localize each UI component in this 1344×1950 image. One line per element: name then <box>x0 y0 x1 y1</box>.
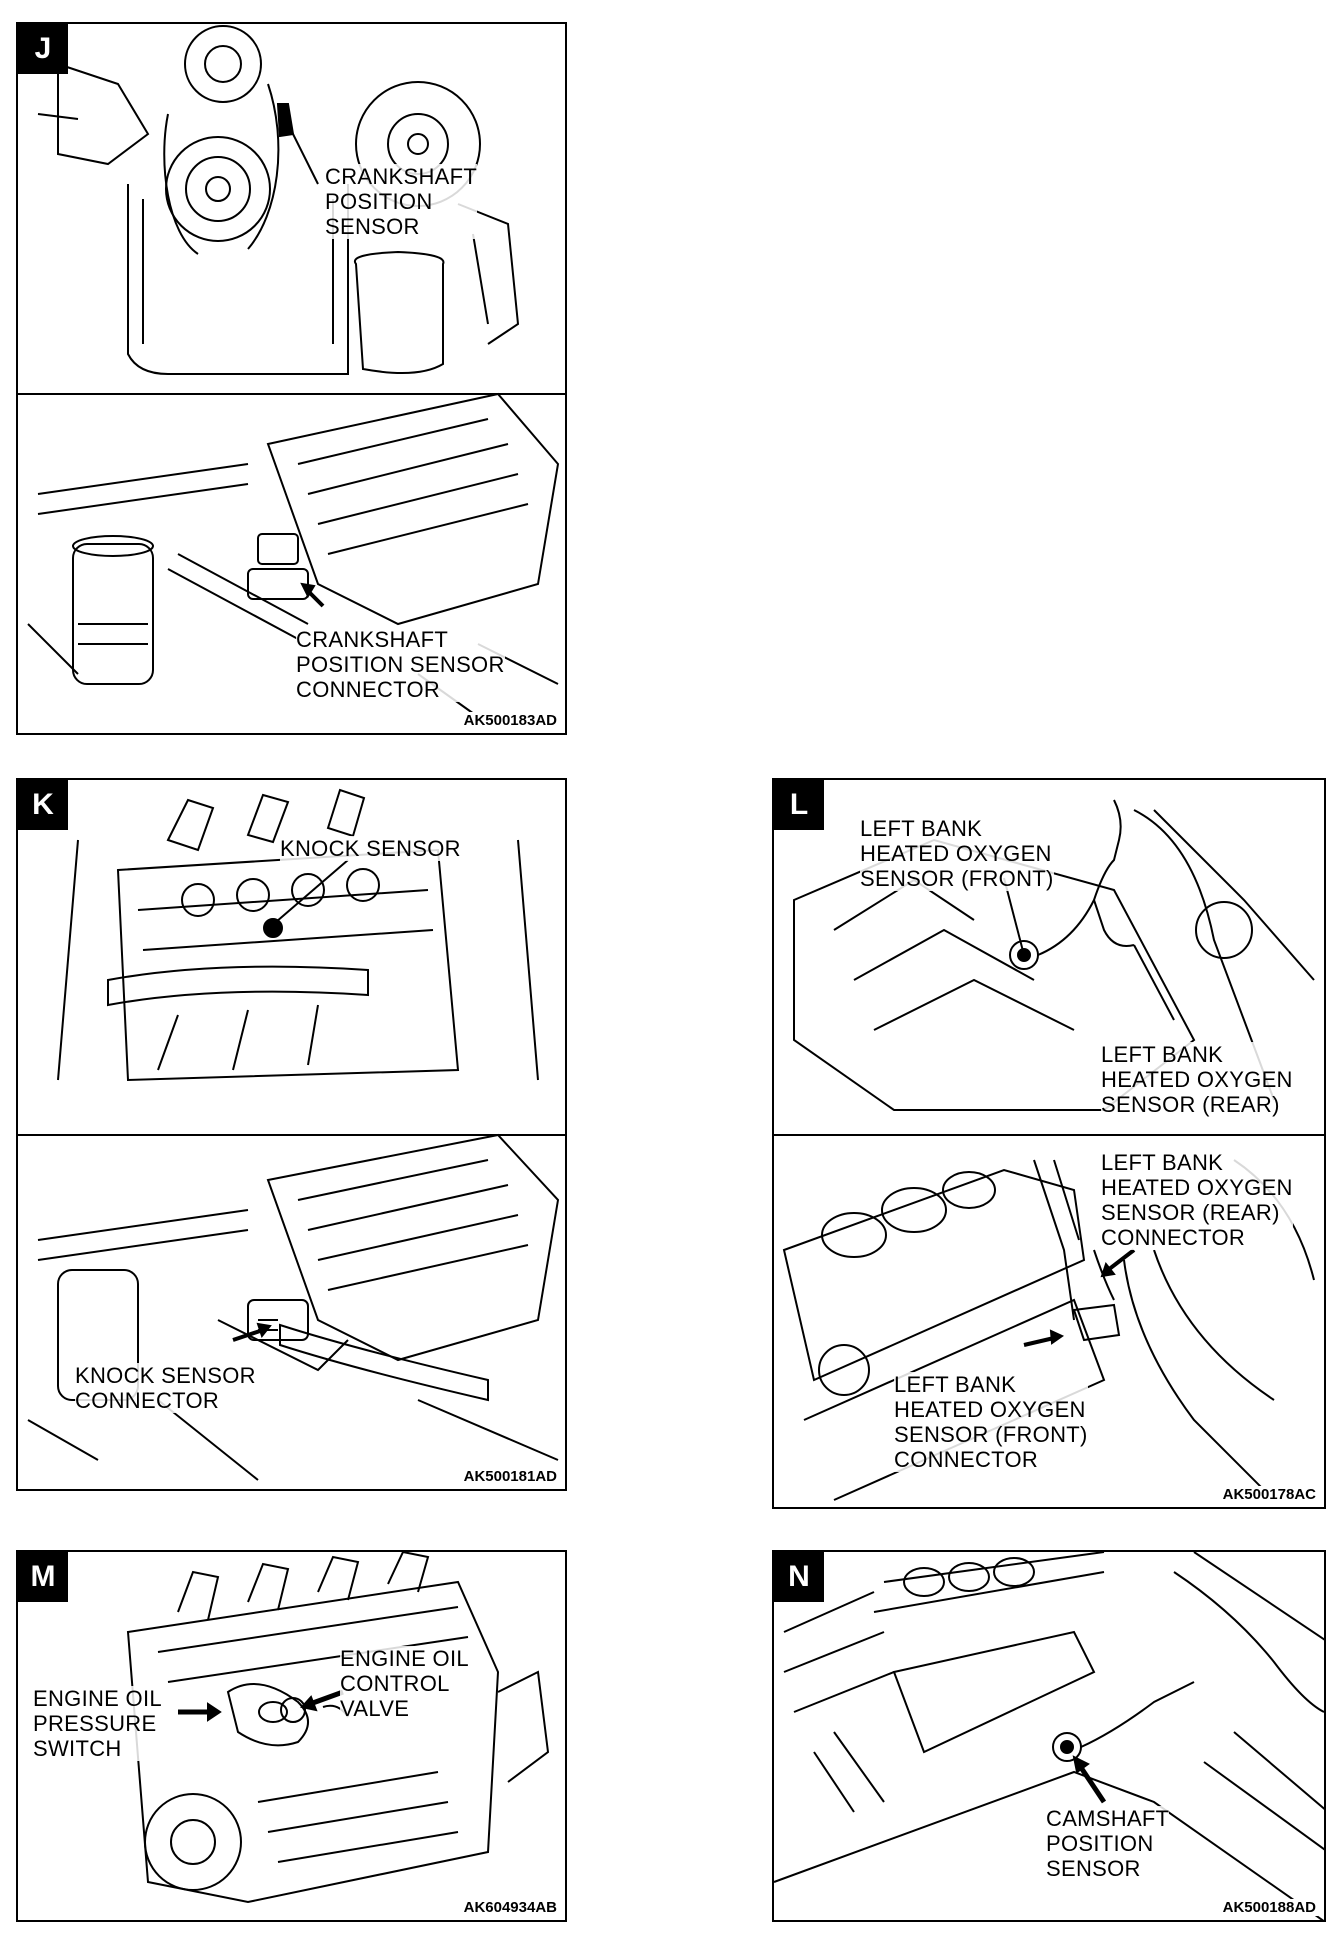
oil-control-valve-label: ENGINE OIL CONTROL VALVE <box>340 1646 469 1721</box>
panel-m: M ENGINE OIL PRESSURE SWITCH ENGINE OIL … <box>16 1550 567 1922</box>
crankshaft-position-sensor-label: CRANKSHAFT POSITION SENSOR <box>325 164 478 239</box>
camshaft-sensor-illustration <box>774 1552 1324 1920</box>
panel-l: L LEFT BANK HEATED OXYGEN SENSOR (FRONT)… <box>772 778 1326 1509</box>
knock-sensor-label: KNOCK SENSOR <box>280 836 461 861</box>
crankshaft-connector-label: CRANKSHAFT POSITION SENSOR CONNECTOR <box>296 627 505 702</box>
panel-j: J CRANKSHAFT POSITION SENSOR CRANKSHAFT … <box>16 22 567 735</box>
oil-switch-valve-illustration <box>126 1552 550 1904</box>
o2-sensor-front-connector-label: LEFT BANK HEATED OXYGEN SENSOR (FRONT) C… <box>894 1372 1088 1472</box>
o2-sensor-rear-connector-label: LEFT BANK HEATED OXYGEN SENSOR (REAR) CO… <box>1101 1150 1293 1250</box>
knock-sensor-illustration <box>18 788 565 1481</box>
panel-k: K KNOCK SENSOR KNOCK SENSOR CONNECTOR AK… <box>16 778 567 1491</box>
figure-code: AK500188AD <box>1220 1899 1318 1916</box>
o2-sensor-front-label: LEFT BANK HEATED OXYGEN SENSOR (FRONT) <box>860 816 1054 891</box>
figure-code: AK604934AB <box>461 1899 559 1916</box>
figure-code: AK500183AD <box>461 712 559 729</box>
figure-code: AK500178AC <box>1220 1486 1318 1503</box>
panel-letter-k: K <box>18 780 68 830</box>
panel-letter-m: M <box>18 1552 68 1602</box>
o2-sensor-rear-label: LEFT BANK HEATED OXYGEN SENSOR (REAR) <box>1101 1042 1293 1117</box>
camshaft-position-sensor-label: CAMSHAFT POSITION SENSOR <box>1046 1806 1170 1881</box>
figure-code: AK500181AD <box>461 1468 559 1485</box>
panel-letter-j: J <box>18 24 68 74</box>
panel-letter-l: L <box>774 780 824 830</box>
panel-n: N CAMSHAFT POSITION SENSOR AK500188AD <box>772 1550 1326 1922</box>
oil-pressure-switch-label: ENGINE OIL PRESSURE SWITCH <box>33 1686 162 1761</box>
knock-sensor-connector-label: KNOCK SENSOR CONNECTOR <box>75 1363 256 1413</box>
panel-letter-n: N <box>774 1552 824 1602</box>
oxygen-sensor-illustration <box>774 799 1324 1501</box>
